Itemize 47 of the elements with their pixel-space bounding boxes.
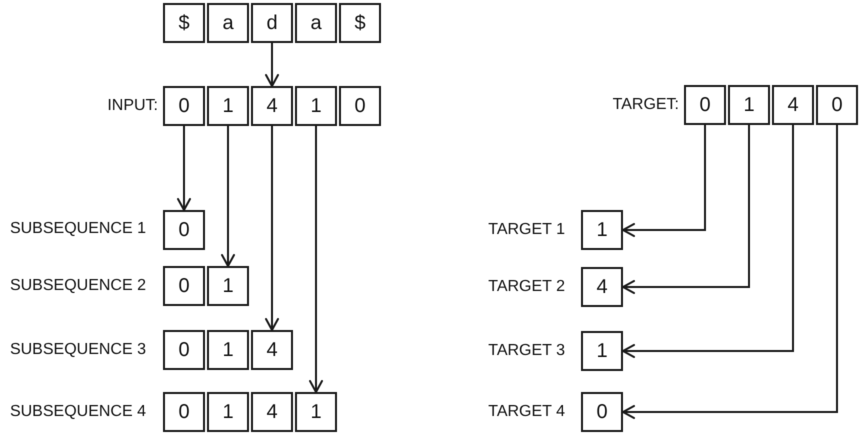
arrow xyxy=(309,126,323,393)
token-cell: 0 xyxy=(816,85,858,125)
token-cell: 0 xyxy=(163,210,205,250)
character-cell: a xyxy=(295,3,337,43)
arrow xyxy=(622,125,706,237)
row-label: INPUT: xyxy=(107,96,158,116)
row-label: TARGET 3 xyxy=(488,341,565,361)
token-cell: 0 xyxy=(163,266,205,306)
token-cell: 0 xyxy=(163,86,205,126)
token-cell: 4 xyxy=(251,330,293,370)
token-cell: 1 xyxy=(207,86,249,126)
token-cell: 1 xyxy=(581,331,623,371)
token-cell: 0 xyxy=(163,392,205,432)
character-cell: a xyxy=(207,3,249,43)
arrow xyxy=(622,125,750,294)
arrow xyxy=(622,125,794,358)
token-cell: 1 xyxy=(581,210,623,250)
token-cell: 0 xyxy=(581,392,623,432)
character-cell: $ xyxy=(339,3,381,43)
arrow xyxy=(221,126,235,267)
row-label: TARGET: xyxy=(612,95,679,115)
token-cell: 1 xyxy=(295,392,337,432)
token-cell: 4 xyxy=(772,85,814,125)
row-label: TARGET 4 xyxy=(488,402,565,422)
token-cell: 1 xyxy=(207,392,249,432)
row-label: SUBSEQUENCE 4 xyxy=(10,402,146,422)
arrow xyxy=(177,126,191,211)
row-label: SUBSEQUENCE 3 xyxy=(10,340,146,360)
token-cell: 0 xyxy=(163,330,205,370)
token-cell: 0 xyxy=(339,86,381,126)
token-cell: 0 xyxy=(684,85,726,125)
row-label: SUBSEQUENCE 2 xyxy=(10,276,146,296)
token-cell: 4 xyxy=(251,86,293,126)
token-cell: 1 xyxy=(207,266,249,306)
token-cell: 4 xyxy=(581,267,623,307)
arrow xyxy=(622,125,838,419)
arrow xyxy=(265,43,279,87)
token-cell: 1 xyxy=(728,85,770,125)
arrow xyxy=(265,126,279,331)
token-cell: 1 xyxy=(207,330,249,370)
row-label: TARGET 2 xyxy=(488,277,565,297)
row-label: TARGET 1 xyxy=(488,220,565,240)
row-label: SUBSEQUENCE 1 xyxy=(10,219,146,239)
character-cell: d xyxy=(251,3,293,43)
token-cell: 4 xyxy=(251,392,293,432)
character-cell: $ xyxy=(163,3,205,43)
token-cell: 1 xyxy=(295,86,337,126)
